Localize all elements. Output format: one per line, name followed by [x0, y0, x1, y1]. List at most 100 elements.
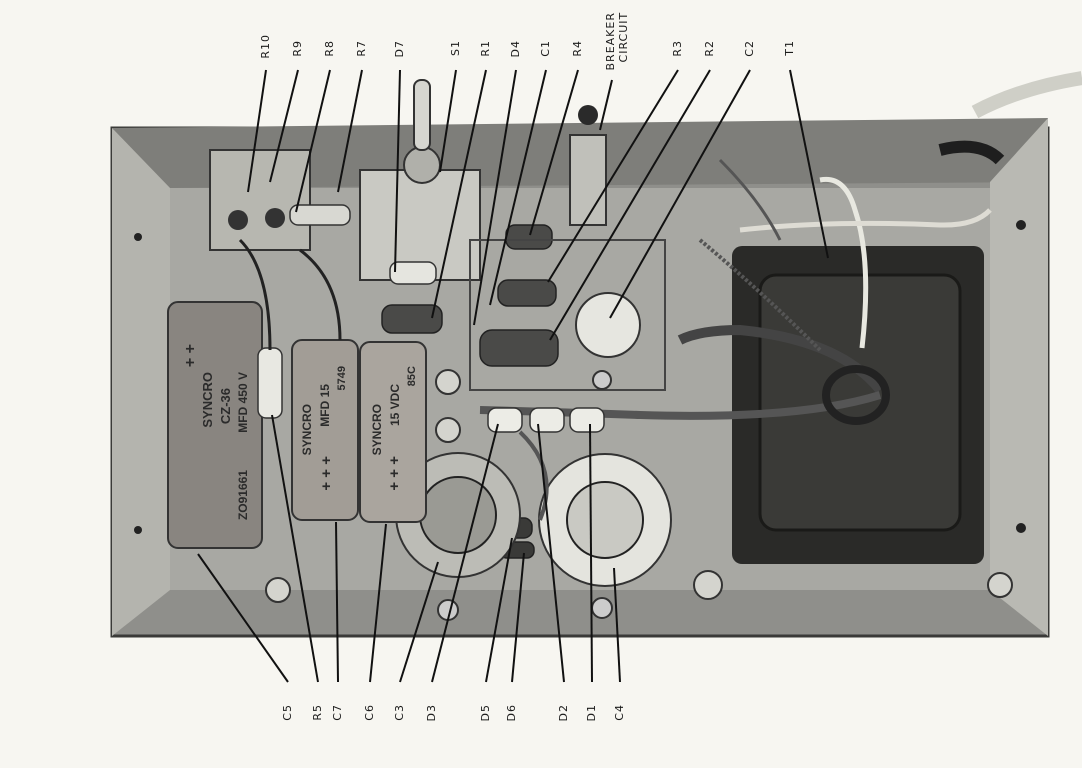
capacitor-c1 [479, 329, 559, 367]
label-d5: D5 [479, 704, 492, 722]
label-r10: R10 [259, 34, 272, 59]
c6-brand: SYNCRO [370, 404, 384, 456]
c7-signs: + + + [318, 456, 335, 491]
leader-r10 [247, 69, 267, 193]
leader-r8 [295, 69, 331, 213]
hex-nut [693, 570, 723, 600]
terminal-lug [228, 210, 248, 230]
wire-white [739, 208, 992, 233]
diode-d3 [487, 407, 523, 433]
c7-rating: MFD 15 [318, 384, 332, 427]
leader-c2 [609, 69, 751, 319]
leader-d7 [394, 69, 401, 273]
wire [518, 430, 549, 521]
label-d2: D2 [557, 704, 570, 722]
hex-nut [435, 369, 461, 395]
terminal-lug [265, 208, 285, 228]
label-r5: R5 [311, 704, 324, 721]
resistor [381, 304, 443, 334]
mount-hole [1016, 220, 1026, 230]
leader-c3 [399, 561, 439, 683]
leader-r2 [549, 69, 711, 341]
hex-nut [592, 370, 612, 390]
leader-r9 [269, 69, 299, 183]
c6-rating: 15 VDC [388, 384, 402, 427]
circuit-breaker-button [578, 105, 598, 125]
c5-brand: SYNCRO [200, 372, 215, 428]
circuit-breaker [569, 134, 607, 226]
label-r2: R2 [703, 40, 716, 57]
wire-white [819, 176, 869, 349]
leader-r7 [337, 69, 363, 193]
diode-d7 [389, 261, 437, 285]
leader-breaker [599, 79, 613, 131]
transformer-grommet [822, 365, 890, 425]
resistor [497, 279, 557, 307]
label-d3: D3 [425, 704, 438, 722]
leader-d4 [473, 69, 517, 326]
label-d7: D7 [393, 40, 406, 58]
leader-d2 [537, 423, 565, 683]
leader-d6 [511, 552, 525, 683]
socket-c3-inner [419, 476, 497, 554]
label-d6: D6 [505, 704, 518, 722]
power-cord [971, 71, 1082, 119]
socket-c4-inner [566, 481, 644, 559]
c5-code: ZO91661 [236, 470, 250, 521]
terminal-strip [209, 149, 311, 251]
hex-nut [591, 597, 613, 619]
leader-r3 [547, 69, 679, 283]
c5-model: CZ-36 [218, 388, 233, 425]
label-breaker-circuit: BREAKER CIRCUIT [604, 12, 630, 71]
label-r1: R1 [479, 40, 492, 57]
label-r3: R3 [671, 40, 684, 57]
c5-rating: MFD 450 V [236, 372, 250, 433]
leader-c7 [335, 521, 339, 683]
label-c6: C6 [363, 704, 376, 721]
label-c5: C5 [281, 704, 294, 721]
c5-signs: + + [182, 344, 199, 368]
label-r4: R4 [571, 40, 584, 57]
label-c4: C4 [613, 704, 626, 721]
resistor [289, 204, 351, 226]
label-c1: C1 [539, 40, 552, 57]
leader-d5 [485, 537, 513, 683]
leader-r4 [529, 69, 579, 236]
wire [299, 248, 342, 341]
label-c2: C2 [743, 40, 756, 57]
label-d1: D1 [585, 704, 598, 722]
switch-s1-lever [413, 79, 431, 151]
leader-r1 [431, 69, 487, 319]
label-d4: D4 [509, 40, 522, 58]
c6-signs: + + + [386, 456, 403, 491]
leader-c1 [489, 69, 547, 306]
socket-c2 [575, 292, 641, 358]
leader-d1 [589, 423, 593, 683]
leader-c4 [613, 567, 621, 683]
label-t1: T1 [783, 40, 796, 56]
mount-hole [134, 233, 142, 241]
label-r7: R7 [355, 40, 368, 57]
label-r9: R9 [291, 40, 304, 57]
hex-nut [435, 417, 461, 443]
label-r8: R8 [323, 40, 336, 57]
mount-hole [1016, 523, 1026, 533]
capacitor-c5 [167, 301, 263, 549]
capacitor-c7 [291, 339, 359, 521]
wire [238, 238, 272, 351]
wire-braided [718, 158, 782, 241]
c7-brand: SYNCRO [300, 404, 314, 456]
chassis-right-rim [990, 118, 1048, 636]
c7-code: 5749 [336, 366, 348, 391]
leader-lines-bottom [197, 414, 621, 683]
hex-nut [987, 572, 1013, 598]
capacitor-c6 [359, 341, 427, 523]
label-s1: S1 [449, 40, 462, 56]
power-cord-grommet [938, 140, 1005, 165]
mount-hole [134, 526, 142, 534]
leader-d3 [431, 423, 499, 683]
diode-d1 [569, 407, 605, 433]
switch-s1-nut [403, 146, 441, 184]
leader-s1 [439, 69, 457, 173]
